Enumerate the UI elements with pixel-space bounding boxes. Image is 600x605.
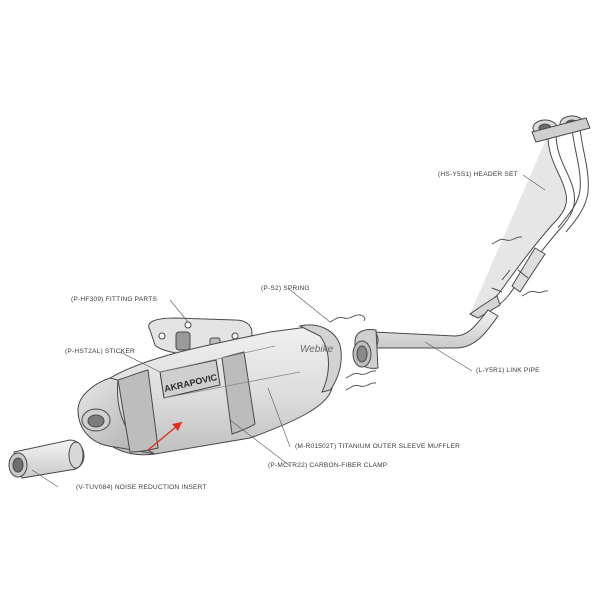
- label-spring: (P-S2) SPRING: [261, 285, 310, 292]
- label-header-set: (HS-Y5S1) HEADER SET: [438, 171, 518, 178]
- springs: [329, 236, 549, 391]
- watermark: Webike: [300, 344, 334, 355]
- titanium-muffler: [77, 324, 342, 456]
- label-fitting-parts: (P-HF309) FITTING PARTS: [71, 296, 158, 303]
- label-sticker: (P-HST2AL) STICKER: [65, 348, 135, 355]
- label-insert: (V-TUV084) NOISE REDUCTION INSERT: [76, 484, 207, 491]
- leader-lines: [31, 174, 546, 488]
- label-link-pipe: (L-Y5R1) LINK PIPE: [476, 367, 540, 374]
- red-pointer-arrow: [147, 421, 183, 451]
- noise-reduction-insert: [8, 439, 85, 479]
- label-clamp: (P-MCTR22) CARBON-FIBER CLAMP: [268, 462, 388, 469]
- link-pipe: [352, 309, 499, 369]
- label-muffler: (M-R01502T) TITANIUM OUTER SLEEVE MUFFLE…: [295, 443, 461, 450]
- header-set: [469, 115, 591, 319]
